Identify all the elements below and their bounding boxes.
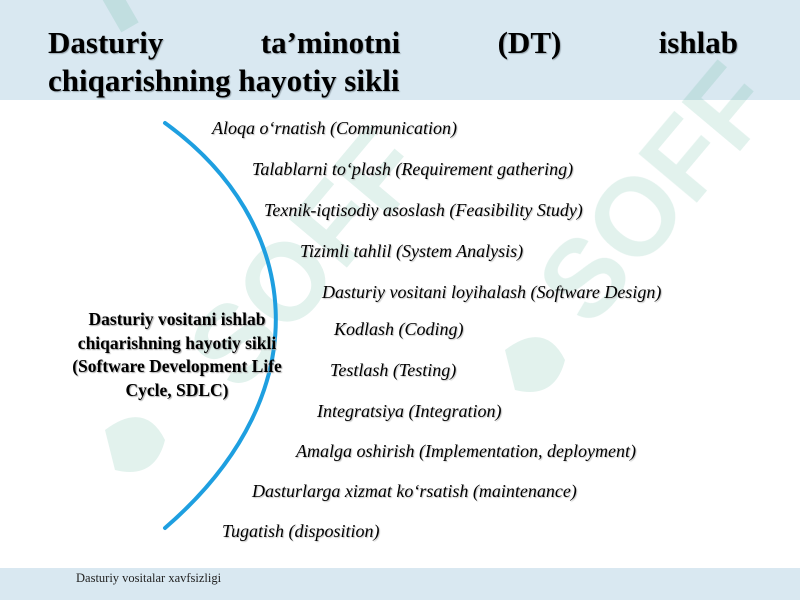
stage-integration: Integratsiya (Integration) [317,401,502,421]
stage-requirement-gathering: Talablarni to‘plash (Requirement gatheri… [252,159,574,179]
stage-feasibility-study: Texnik-iqtisodiy asoslash (Feasibility S… [264,200,583,220]
title-word: (DT) [497,25,562,60]
stage-software-design: Dasturiy vositani loyihalash (Software D… [322,282,662,302]
title-word: ta’minotni [260,25,401,60]
title-word: Dasturiy [48,25,164,60]
title-word: ishlab [658,25,738,60]
stage-disposition: Tugatish (disposition) [222,521,380,541]
stage-maintenance: Dasturlarga xizmat ko‘rsatish (maintenan… [252,481,577,501]
header-band [0,0,800,100]
stage-communication: Aloqa o‘rnatish (Communication) [212,118,457,138]
stage-implementation: Amalga oshirish (Implementation, deploym… [296,441,636,461]
title-line-2: chiqarishning hayotiy sikli [48,63,400,98]
stage-coding: Kodlash (Coding) [334,319,464,339]
stage-system-analysis: Tizimli tahlil (System Analysis) [300,241,524,261]
sdlc-center-label: Dasturiy vositani ishlab chiqarishning h… [72,309,282,400]
footer-band [0,568,800,600]
footer-text: Dasturiy vositalar xavfsizligi [76,571,222,585]
stage-testing: Testlash (Testing) [330,360,457,380]
page-title: Dasturiy ta’minotni (DT) ishlab chiqaris… [48,24,738,100]
